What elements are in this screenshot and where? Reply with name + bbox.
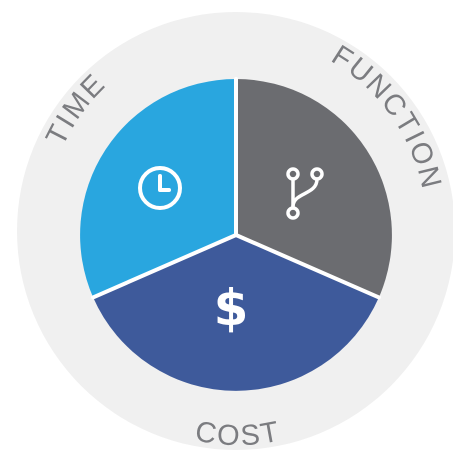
label-cost: COST	[193, 416, 283, 453]
segment-cost	[93, 235, 379, 391]
dollar-icon: $	[214, 279, 249, 337]
clock-icon	[138, 166, 182, 210]
pie	[80, 77, 392, 391]
branch-icon	[286, 167, 324, 220]
segment-dividers	[91, 77, 381, 300]
